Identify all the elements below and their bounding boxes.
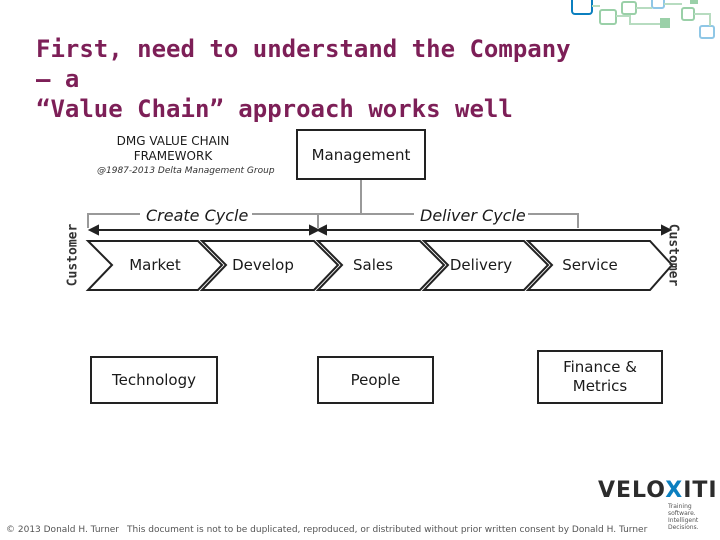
finance-metrics-box: Finance & Metrics — [537, 350, 663, 404]
technology-box: Technology — [90, 356, 218, 404]
deliver-cycle-label: Deliver Cycle — [420, 206, 526, 225]
chain-step-market: Market — [129, 256, 181, 274]
deliver-bracket-right — [528, 213, 579, 228]
chevron-develop — [199, 240, 340, 291]
deliver-arrow-head-right — [661, 224, 673, 236]
create-arrow-head-left — [87, 224, 99, 236]
veloxiti-logo: VELOXITI — [598, 478, 718, 503]
footer-disclaimer: This document is not to be duplicated, r… — [127, 525, 648, 535]
deliver-arrow-head-left — [315, 224, 327, 236]
framework-title: DMG VALUE CHAIN FRAMEWORK — [116, 134, 230, 163]
title-line-2: “Value Chain” approach works well — [36, 95, 513, 123]
chain-step-service: Service — [562, 256, 618, 274]
page-title: First, need to understand the Company – … — [36, 34, 596, 124]
customer-label-right: Customer — [665, 223, 681, 287]
logo-x: X — [665, 478, 684, 503]
management-box: Management — [296, 129, 426, 180]
chevron-market — [85, 240, 224, 291]
footer-copyright: © 2013 Donald H. Turner — [6, 525, 120, 535]
chain-step-sales: Sales — [353, 256, 393, 274]
chevron-sales — [315, 240, 446, 291]
chain-step-develop: Develop — [232, 256, 294, 274]
create-bracket-right — [252, 213, 319, 228]
decorative-network-graphic — [571, 0, 715, 39]
logo-prefix: VELO — [598, 478, 666, 503]
people-box: People — [317, 356, 434, 404]
chevron-service — [525, 240, 674, 291]
title-line-1: First, need to understand the Company – … — [36, 35, 571, 93]
framework-copyright: @1987-2013 Delta Management Group — [97, 166, 275, 176]
logo-tagline: Training software. Intelligent Decisions… — [668, 503, 699, 531]
create-bracket-left — [87, 213, 140, 228]
create-arrow-head-right — [309, 224, 321, 236]
logo-suffix: ITI — [683, 478, 718, 503]
create-cycle-label: Create Cycle — [146, 206, 249, 225]
chevron-delivery — [421, 240, 550, 291]
chain-step-delivery: Delivery — [449, 256, 513, 274]
customer-label-left: Customer — [65, 223, 81, 287]
